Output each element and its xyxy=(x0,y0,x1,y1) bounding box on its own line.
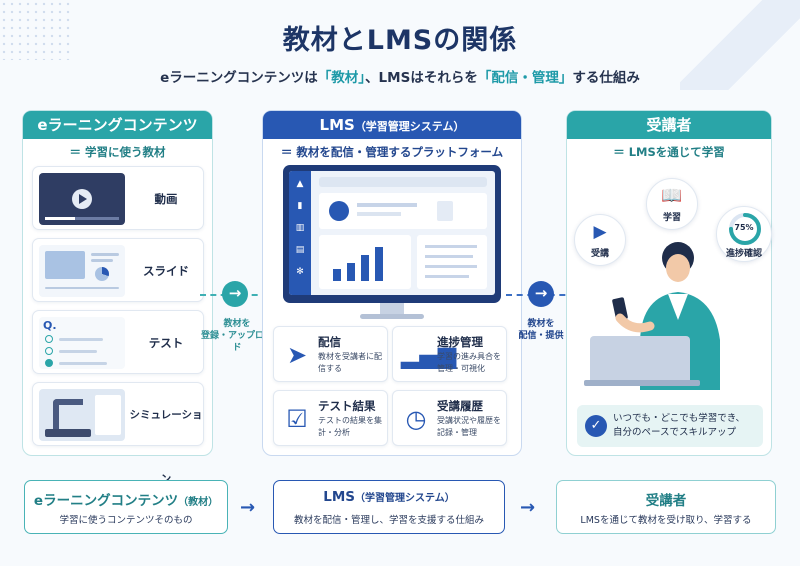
pie-icon xyxy=(95,267,109,281)
content-item-test[interactable]: Q. テスト xyxy=(32,310,204,374)
video-thumbnail xyxy=(39,173,125,225)
bubble-progress: 75% 進捗確認 xyxy=(716,206,772,262)
content-item-label: スライド xyxy=(143,264,189,278)
learner-panel-subheader: ＝ LMSを通じて学習 xyxy=(613,145,725,159)
book-icon: ▮ xyxy=(297,201,303,211)
feature-progress: ▂▄▆ 進捗管理 学習の進み具合を管理・可視化 xyxy=(392,326,507,382)
bubble-attend: ▶ 受講 xyxy=(574,214,626,266)
play-icon: ▶ xyxy=(593,222,607,242)
learner-illustration xyxy=(584,242,720,390)
lms-panel-subheader: ＝ 教材を配信・管理するプラットフォーム xyxy=(280,145,504,159)
dashboard-sidebar: ▲ ▮ ▥ ▤ ✻ xyxy=(289,171,311,295)
connector-label-right: 教材を配信・提供 xyxy=(518,319,564,341)
feature-test-results: ☑ テスト結果 テストの結果を集計・分析 xyxy=(273,390,388,446)
summary-lms: LMS（学習管理システム） 教材を配信・管理し、学習を支援する仕組み xyxy=(273,480,505,534)
arrow-right-icon: → xyxy=(520,497,536,518)
content-panel: eラーニングコンテンツ ＝ 学習に使う教材 動画 スライド Q. テスト xyxy=(22,110,213,485)
chart-icon: ▥ xyxy=(295,223,305,233)
lms-dashboard-screen: ▲ ▮ ▥ ▤ ✻ xyxy=(289,171,495,295)
cap-icon: ▲ xyxy=(296,179,304,189)
content-panel-subheader: ＝ 学習に使う教材 xyxy=(69,145,166,159)
dashboard-bar-chart xyxy=(319,235,411,289)
bar-chart-icon: ▂▄▆ xyxy=(401,341,457,369)
monitor-foot xyxy=(360,314,424,319)
connector-label-left: 教材を登録・アップロード xyxy=(200,319,273,353)
content-item-video[interactable]: 動画 xyxy=(32,166,204,230)
clipboard-check-icon: ☑ xyxy=(286,405,308,433)
decorative-dots xyxy=(0,0,70,60)
check-icon: ✓ xyxy=(585,415,607,437)
doc-icon: ▤ xyxy=(295,245,305,255)
slide-thumbnail xyxy=(39,245,125,297)
learner-panel-header: 受講者 xyxy=(567,111,771,139)
progress-value: 75% xyxy=(734,223,754,232)
gear-icon: ✻ xyxy=(296,267,304,277)
paper-plane-icon: ➤ xyxy=(286,341,308,369)
content-item-simulation[interactable]: シミュレーション xyxy=(32,382,204,485)
book-icon: 📖 xyxy=(661,186,683,206)
bubble-study: 📖 学習 xyxy=(646,178,698,230)
monitor-stand xyxy=(380,303,404,315)
feature-delivery: ➤ 配信 教材を受講者に配信する xyxy=(273,326,388,382)
content-item-slide[interactable]: スライド xyxy=(32,238,204,302)
feature-history: ◷ 受講履歴 受講状況や履歴を記録・管理 xyxy=(392,390,507,446)
lms-panel-header: LMS（学習管理システム） xyxy=(263,111,521,139)
test-thumbnail: Q. xyxy=(39,317,125,369)
decorative-stripe xyxy=(680,0,800,90)
play-icon xyxy=(72,189,92,209)
arrow-right-icon: → xyxy=(528,281,554,307)
history-clock-icon: ◷ xyxy=(405,405,427,433)
content-item-label: シミュレーション xyxy=(129,409,203,485)
learner-panel: 受講者 ＝ LMSを通じて学習 xyxy=(566,110,772,456)
robot-arm-icon xyxy=(53,399,83,435)
progress-ring-icon xyxy=(729,213,761,245)
content-panel-header: eラーニングコンテンツ xyxy=(23,111,212,139)
summary-content: eラーニングコンテンツ（教材） 学習に使うコンテンツそのもの xyxy=(24,480,228,534)
content-item-label: テスト xyxy=(148,336,184,350)
content-item-label: 動画 xyxy=(154,192,178,206)
summary-learner: 受講者 LMSを通じて教材を受け取り、学習する xyxy=(556,480,776,534)
lms-monitor: ▲ ▮ ▥ ▤ ✻ xyxy=(283,165,501,303)
arrow-right-icon: → xyxy=(222,281,248,307)
page-subtitle: eラーニングコンテンツは「教材」、LMSはそれらを「配信・管理」する仕組み xyxy=(160,70,640,86)
arrow-right-icon: → xyxy=(240,497,256,518)
simulation-thumbnail xyxy=(39,389,125,441)
page-title: 教材とLMSの関係 xyxy=(282,25,518,56)
learner-note: ✓ いつでも・どこでも学習でき、自分のペースでスキルアップ xyxy=(577,405,763,447)
